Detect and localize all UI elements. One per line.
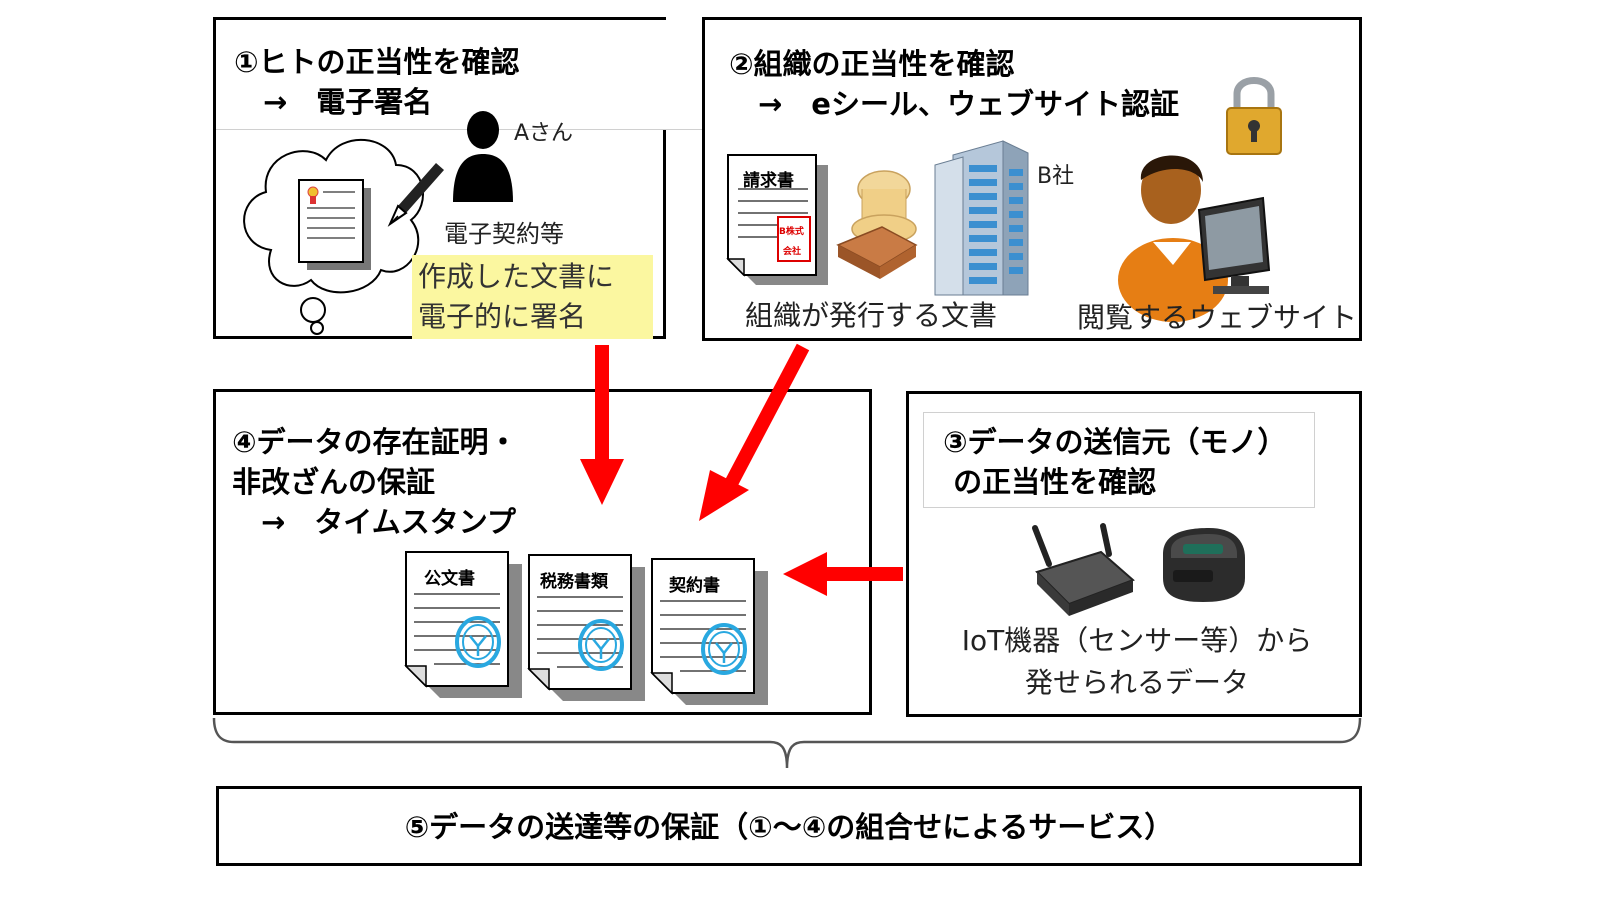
- box-organization-verification: ②組織の正当性を確認 → eシール、ウェブサイト認証 請求書 B株式 会社: [702, 17, 1362, 341]
- box3-title: ③データの送信元（モノ） の正当性を確認: [943, 425, 1287, 499]
- document-official-icon: [404, 551, 522, 698]
- signature-note-text: 作成した文書に 電子的に署名: [418, 260, 615, 333]
- box1-title-panel: [216, 20, 738, 130]
- iot-obd-device-icon: [1163, 528, 1245, 602]
- signature-note: 作成した文書に 電子的に署名: [412, 255, 653, 339]
- contract-label: 電子契約等: [444, 220, 564, 248]
- box3-title-panel: [923, 412, 1315, 508]
- box5-title: ⑤データの送達等の保証（①～④の組合せによるサービス）: [404, 810, 1174, 844]
- iot-router-icon: [1032, 523, 1135, 616]
- person-icon: [453, 111, 513, 202]
- document-tax-title: 税務書類: [540, 572, 608, 592]
- user-at-computer-icon: [1118, 155, 1271, 322]
- arrow-box3-to-box4: [783, 552, 903, 596]
- box-timestamp: ④データの存在証明・ 非改ざんの保証 → タイムスタンプ 公文書 税務書類: [213, 389, 872, 715]
- document-official-title: 公文書: [424, 569, 475, 589]
- invoice-title: 請求書: [743, 171, 794, 191]
- invoice-document-icon: [726, 154, 828, 285]
- signed-document-icon: [298, 179, 371, 270]
- box-person-verification: ①ヒトの正当性を確認 → 電子署名 Aさん 電子契約等 作成した文書に 電子的に…: [213, 17, 738, 339]
- padlock-icon: [1226, 77, 1282, 155]
- grouping-brace: [212, 717, 1362, 769]
- person-label: Aさん: [514, 121, 574, 146]
- company-building-icon: [934, 140, 1029, 296]
- box1-title: ①ヒトの正当性を確認 → 電子署名: [234, 45, 520, 119]
- documents-caption: 組織が発行する文書: [745, 299, 998, 332]
- company-stamp-icon: [836, 170, 918, 279]
- iot-caption: IoT機器（センサー等）から 発せられるデータ: [961, 624, 1313, 699]
- arrow-box1-to-box4: [580, 345, 624, 505]
- fountain-pen-icon: [387, 163, 444, 227]
- box4-title: ④データの存在証明・ 非改ざんの保証 → タイムスタンプ: [232, 425, 518, 539]
- website-caption: 閲覧するウェブサイト: [1077, 301, 1358, 334]
- seal-text-2: 会社: [783, 247, 802, 257]
- arrow-box2-to-box4: [699, 343, 810, 521]
- box-device-verification: ③データの送信元（モノ） の正当性を確認 IoT機器（センサー等）から 発せられ…: [906, 391, 1362, 717]
- box-delivery-guarantee: ⑤データの送達等の保証（①～④の組合せによるサービス）: [216, 786, 1362, 866]
- box2-title: ②組織の正当性を確認 → eシール、ウェブサイト認証: [729, 47, 1179, 121]
- document-contract-icon: [650, 558, 768, 705]
- document-contract-title: 契約書: [669, 576, 720, 596]
- seal-text-1: B株式: [779, 227, 804, 237]
- document-tax-icon: [527, 554, 645, 701]
- company-label: B社: [1037, 164, 1075, 189]
